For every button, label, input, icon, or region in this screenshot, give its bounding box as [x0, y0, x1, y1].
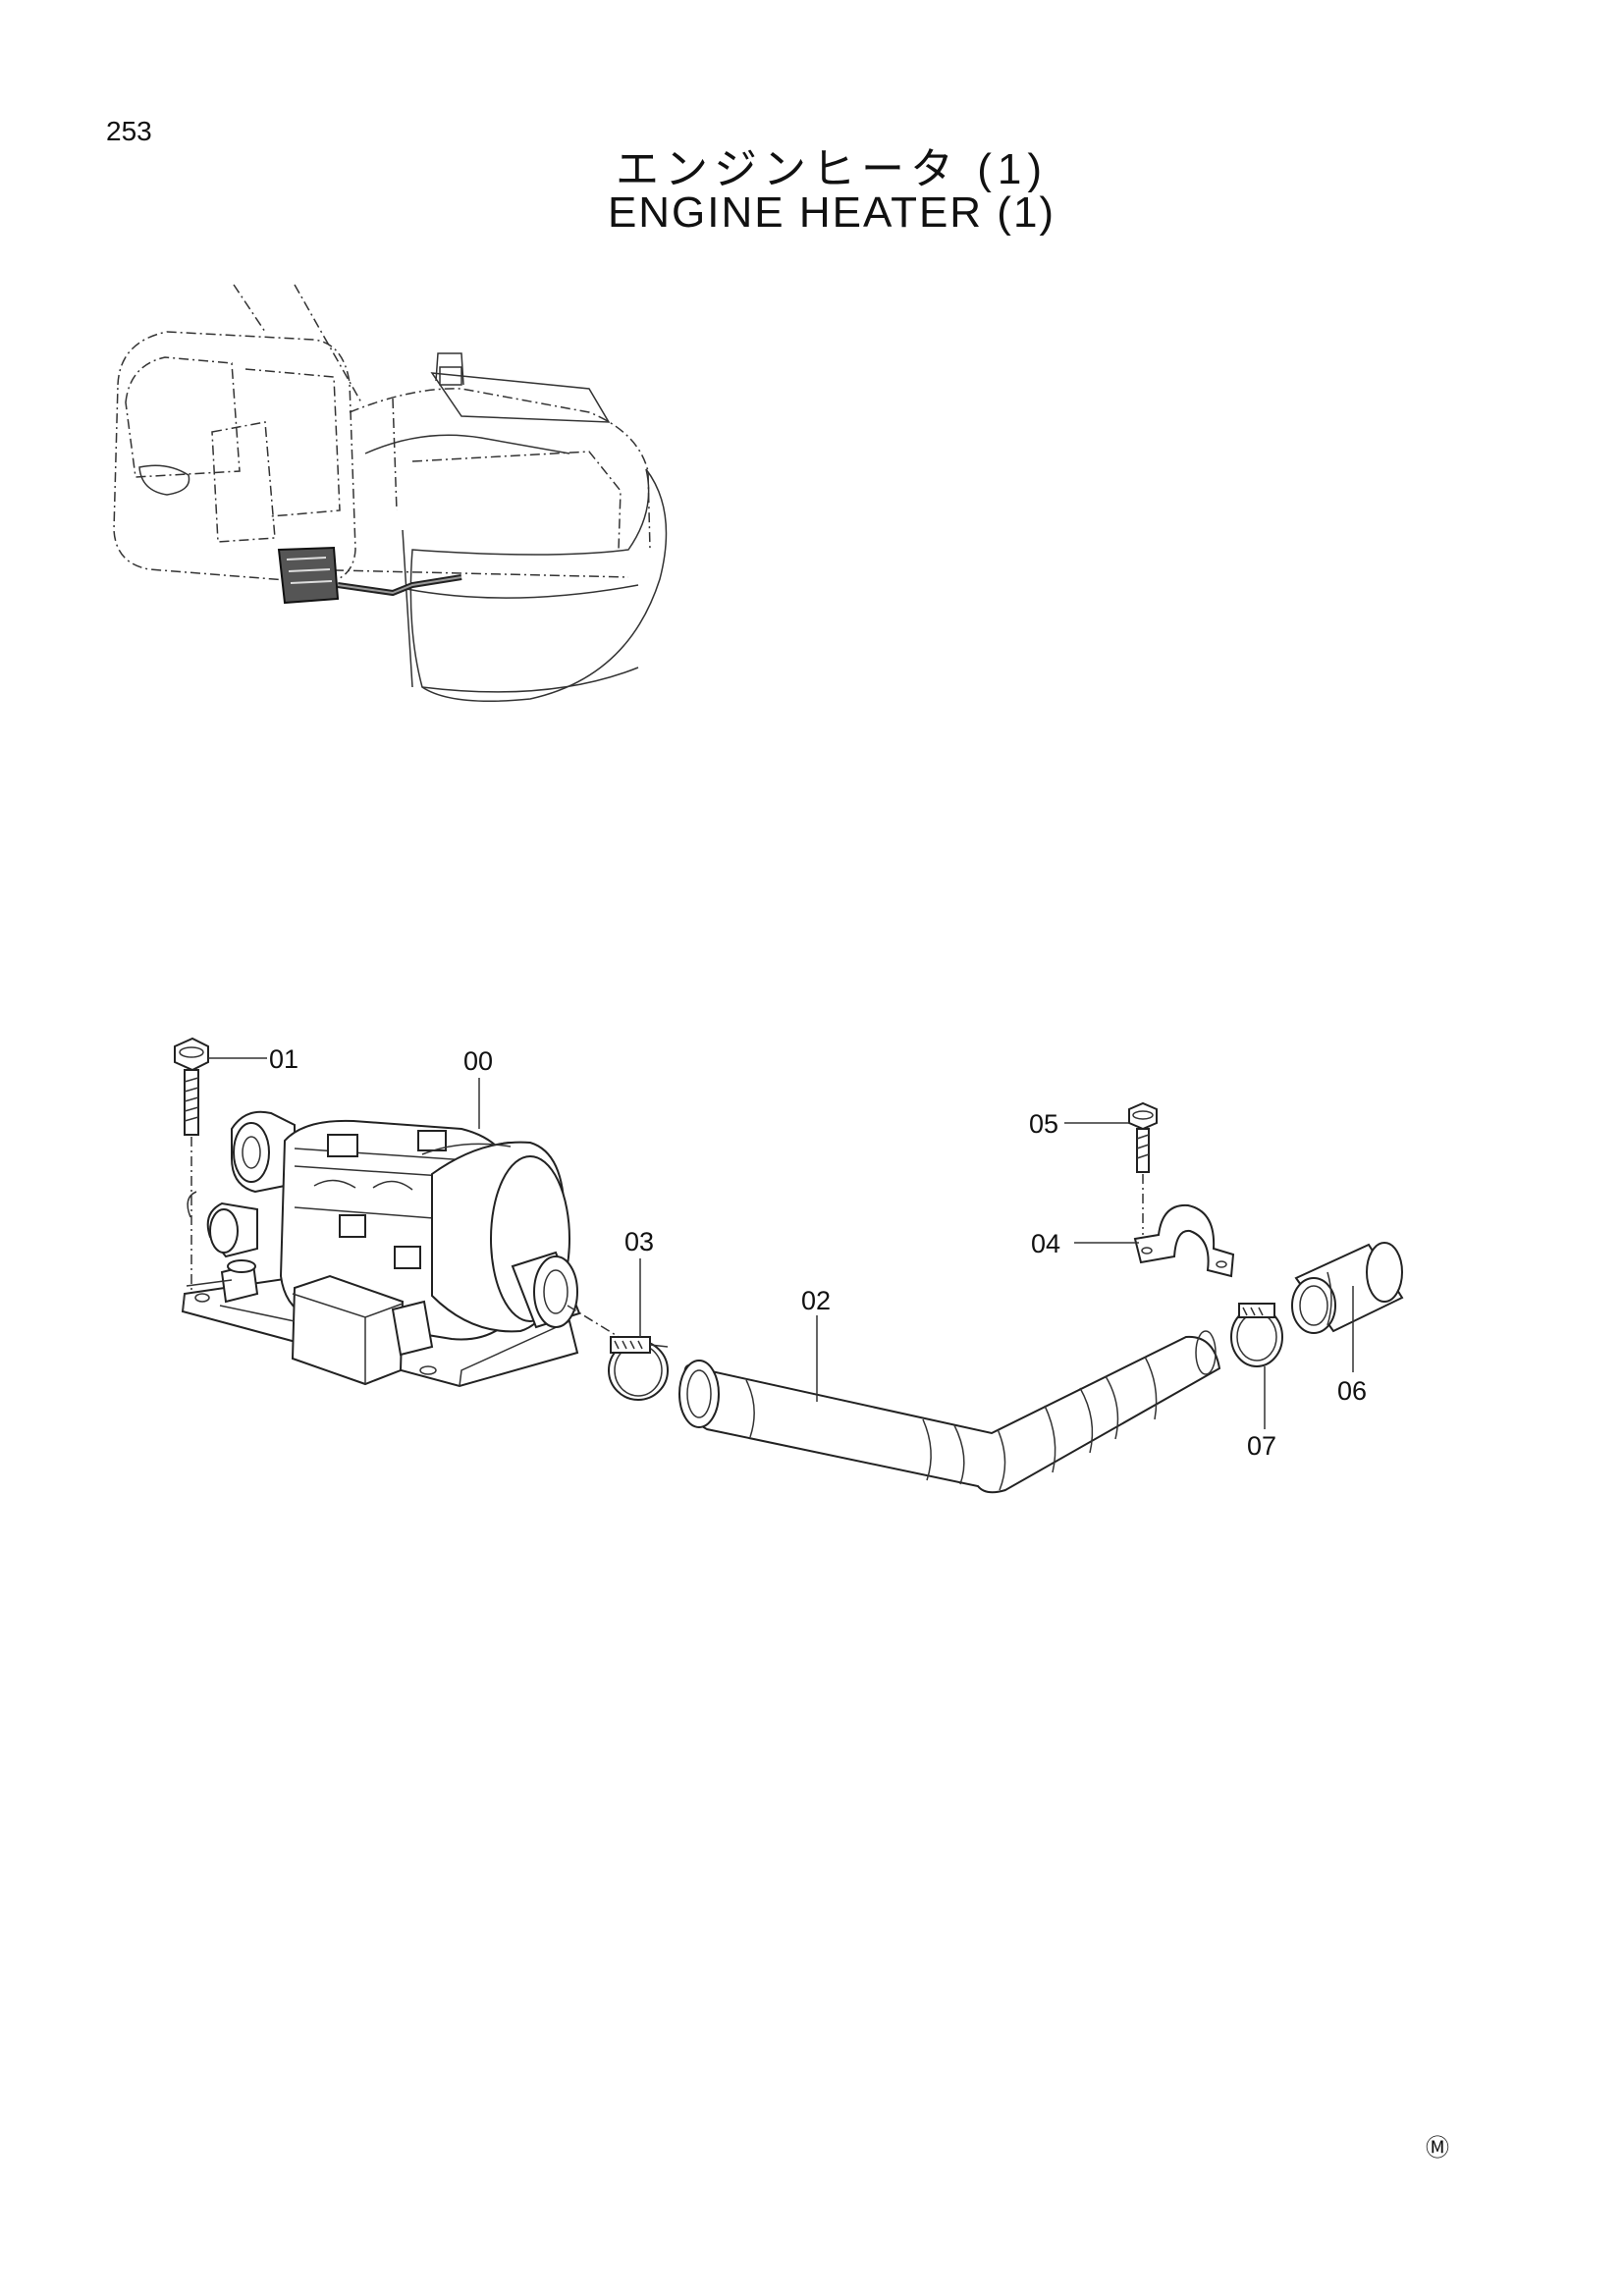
- callout-07: 07: [1247, 1431, 1276, 1461]
- callout-05: 05: [1029, 1109, 1058, 1139]
- callout-04: 04: [1031, 1229, 1060, 1258]
- page-number: 253: [106, 116, 152, 146]
- callout-00: 00: [463, 1046, 493, 1076]
- callout-03: 03: [624, 1227, 654, 1256]
- part-02-exhaust-duct: [678, 1330, 1221, 1494]
- callout-06: 06: [1337, 1376, 1367, 1406]
- callout-02: 02: [801, 1286, 831, 1315]
- part-06-hose: [1291, 1242, 1404, 1334]
- part-05-bolt: [1128, 1101, 1158, 1235]
- callout-leaders: [208, 1057, 1354, 1429]
- part-01-bolt: [174, 1037, 209, 1296]
- manufacturer-mark: Ⓜ: [1426, 2135, 1449, 2162]
- page-title-english: ENGINE HEATER (1): [607, 188, 1056, 237]
- part-07-hose-clamp: [1230, 1303, 1283, 1367]
- callout-01: 01: [269, 1044, 298, 1074]
- page-title-japanese: エンジンヒータ (1): [616, 145, 1048, 193]
- machine-overview-illustration: [113, 284, 668, 703]
- part-03-hose-clamp: [608, 1336, 669, 1401]
- heater-location-highlight: [277, 546, 462, 605]
- part-04-bracket: [1133, 1203, 1235, 1278]
- part-00-heater-unit: [181, 1110, 629, 1388]
